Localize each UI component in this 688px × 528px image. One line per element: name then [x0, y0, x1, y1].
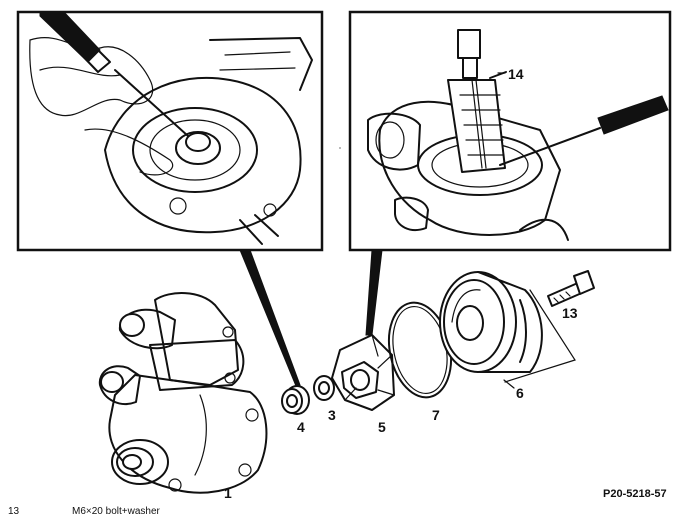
- impeller-part: [331, 334, 395, 411]
- label-part-13: 13: [562, 305, 578, 321]
- seal-part: [281, 385, 310, 415]
- label-part-4: 4: [297, 419, 305, 435]
- pulley-cover-part: [439, 271, 576, 383]
- bolt-part: [547, 270, 595, 307]
- label-part-1: 1: [224, 485, 232, 501]
- label-part-3: 3: [328, 407, 336, 423]
- footnote-text: M6×20 bolt+washer: [72, 506, 160, 517]
- washer-part: [313, 375, 335, 401]
- figure-reference: P20-5218-57: [603, 488, 667, 500]
- label-tool-14: 14: [508, 66, 524, 82]
- inset-seal-removal: [16, 10, 324, 252]
- label-part-7: 7: [432, 407, 440, 423]
- inset-puller-tool: [348, 10, 672, 252]
- label-part-6: 6: [516, 385, 524, 401]
- footnote-number: 13: [8, 506, 20, 517]
- pump-housing-part: [98, 292, 268, 494]
- leader-6: [503, 379, 515, 389]
- label-part-5: 5: [378, 419, 386, 435]
- pointer-right: [365, 249, 383, 336]
- pointer-left: [239, 249, 301, 387]
